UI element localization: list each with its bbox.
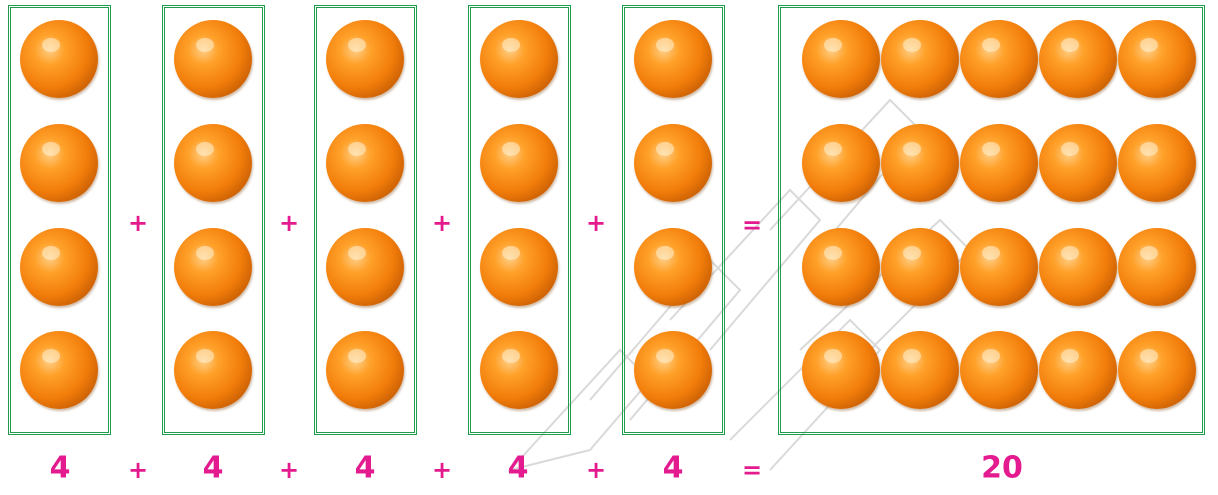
orange-ball-icon	[1039, 124, 1117, 202]
orange-ball-icon	[634, 124, 712, 202]
orange-ball-icon	[1039, 331, 1117, 409]
plus-sign: +	[586, 456, 606, 484]
plus-sign: +	[279, 456, 299, 484]
orange-ball-icon	[634, 20, 712, 98]
addend-label: 4	[508, 451, 529, 486]
orange-ball-icon	[1039, 228, 1117, 306]
orange-ball-icon	[20, 228, 98, 306]
orange-ball-icon	[20, 331, 98, 409]
orange-ball-icon	[480, 331, 558, 409]
plus-sign: +	[128, 209, 148, 237]
orange-ball-icon	[960, 124, 1038, 202]
orange-ball-icon	[326, 228, 404, 306]
orange-ball-icon	[802, 228, 880, 306]
result-label: 20	[981, 451, 1023, 486]
plus-sign: +	[586, 209, 606, 237]
orange-ball-icon	[960, 331, 1038, 409]
orange-ball-icon	[881, 20, 959, 98]
orange-ball-icon	[174, 20, 252, 98]
orange-ball-icon	[881, 124, 959, 202]
orange-ball-icon	[20, 20, 98, 98]
orange-ball-icon	[1118, 124, 1196, 202]
orange-ball-icon	[326, 20, 404, 98]
orange-ball-icon	[1039, 20, 1117, 98]
addend-label: 4	[50, 451, 71, 486]
orange-ball-icon	[881, 331, 959, 409]
plus-sign: +	[432, 456, 452, 484]
addend-label: 4	[203, 451, 224, 486]
orange-ball-icon	[960, 20, 1038, 98]
orange-ball-icon	[480, 124, 558, 202]
plus-sign: +	[432, 209, 452, 237]
orange-ball-icon	[960, 228, 1038, 306]
equals-sign: =	[742, 456, 762, 484]
addend-label: 4	[663, 451, 684, 486]
plus-sign: +	[128, 456, 148, 484]
orange-ball-icon	[1118, 20, 1196, 98]
orange-ball-icon	[634, 228, 712, 306]
orange-ball-icon	[1118, 228, 1196, 306]
orange-ball-icon	[881, 228, 959, 306]
addend-label: 4	[355, 451, 376, 486]
orange-ball-icon	[802, 124, 880, 202]
orange-ball-icon	[326, 124, 404, 202]
orange-ball-icon	[480, 228, 558, 306]
orange-ball-icon	[326, 331, 404, 409]
orange-ball-icon	[174, 331, 252, 409]
orange-ball-icon	[20, 124, 98, 202]
orange-ball-icon	[174, 124, 252, 202]
orange-ball-icon	[802, 331, 880, 409]
orange-ball-icon	[480, 20, 558, 98]
equals-sign: =	[742, 211, 762, 239]
plus-sign: +	[279, 209, 299, 237]
orange-ball-icon	[634, 331, 712, 409]
orange-ball-icon	[802, 20, 880, 98]
orange-ball-icon	[1118, 331, 1196, 409]
orange-ball-icon	[174, 228, 252, 306]
